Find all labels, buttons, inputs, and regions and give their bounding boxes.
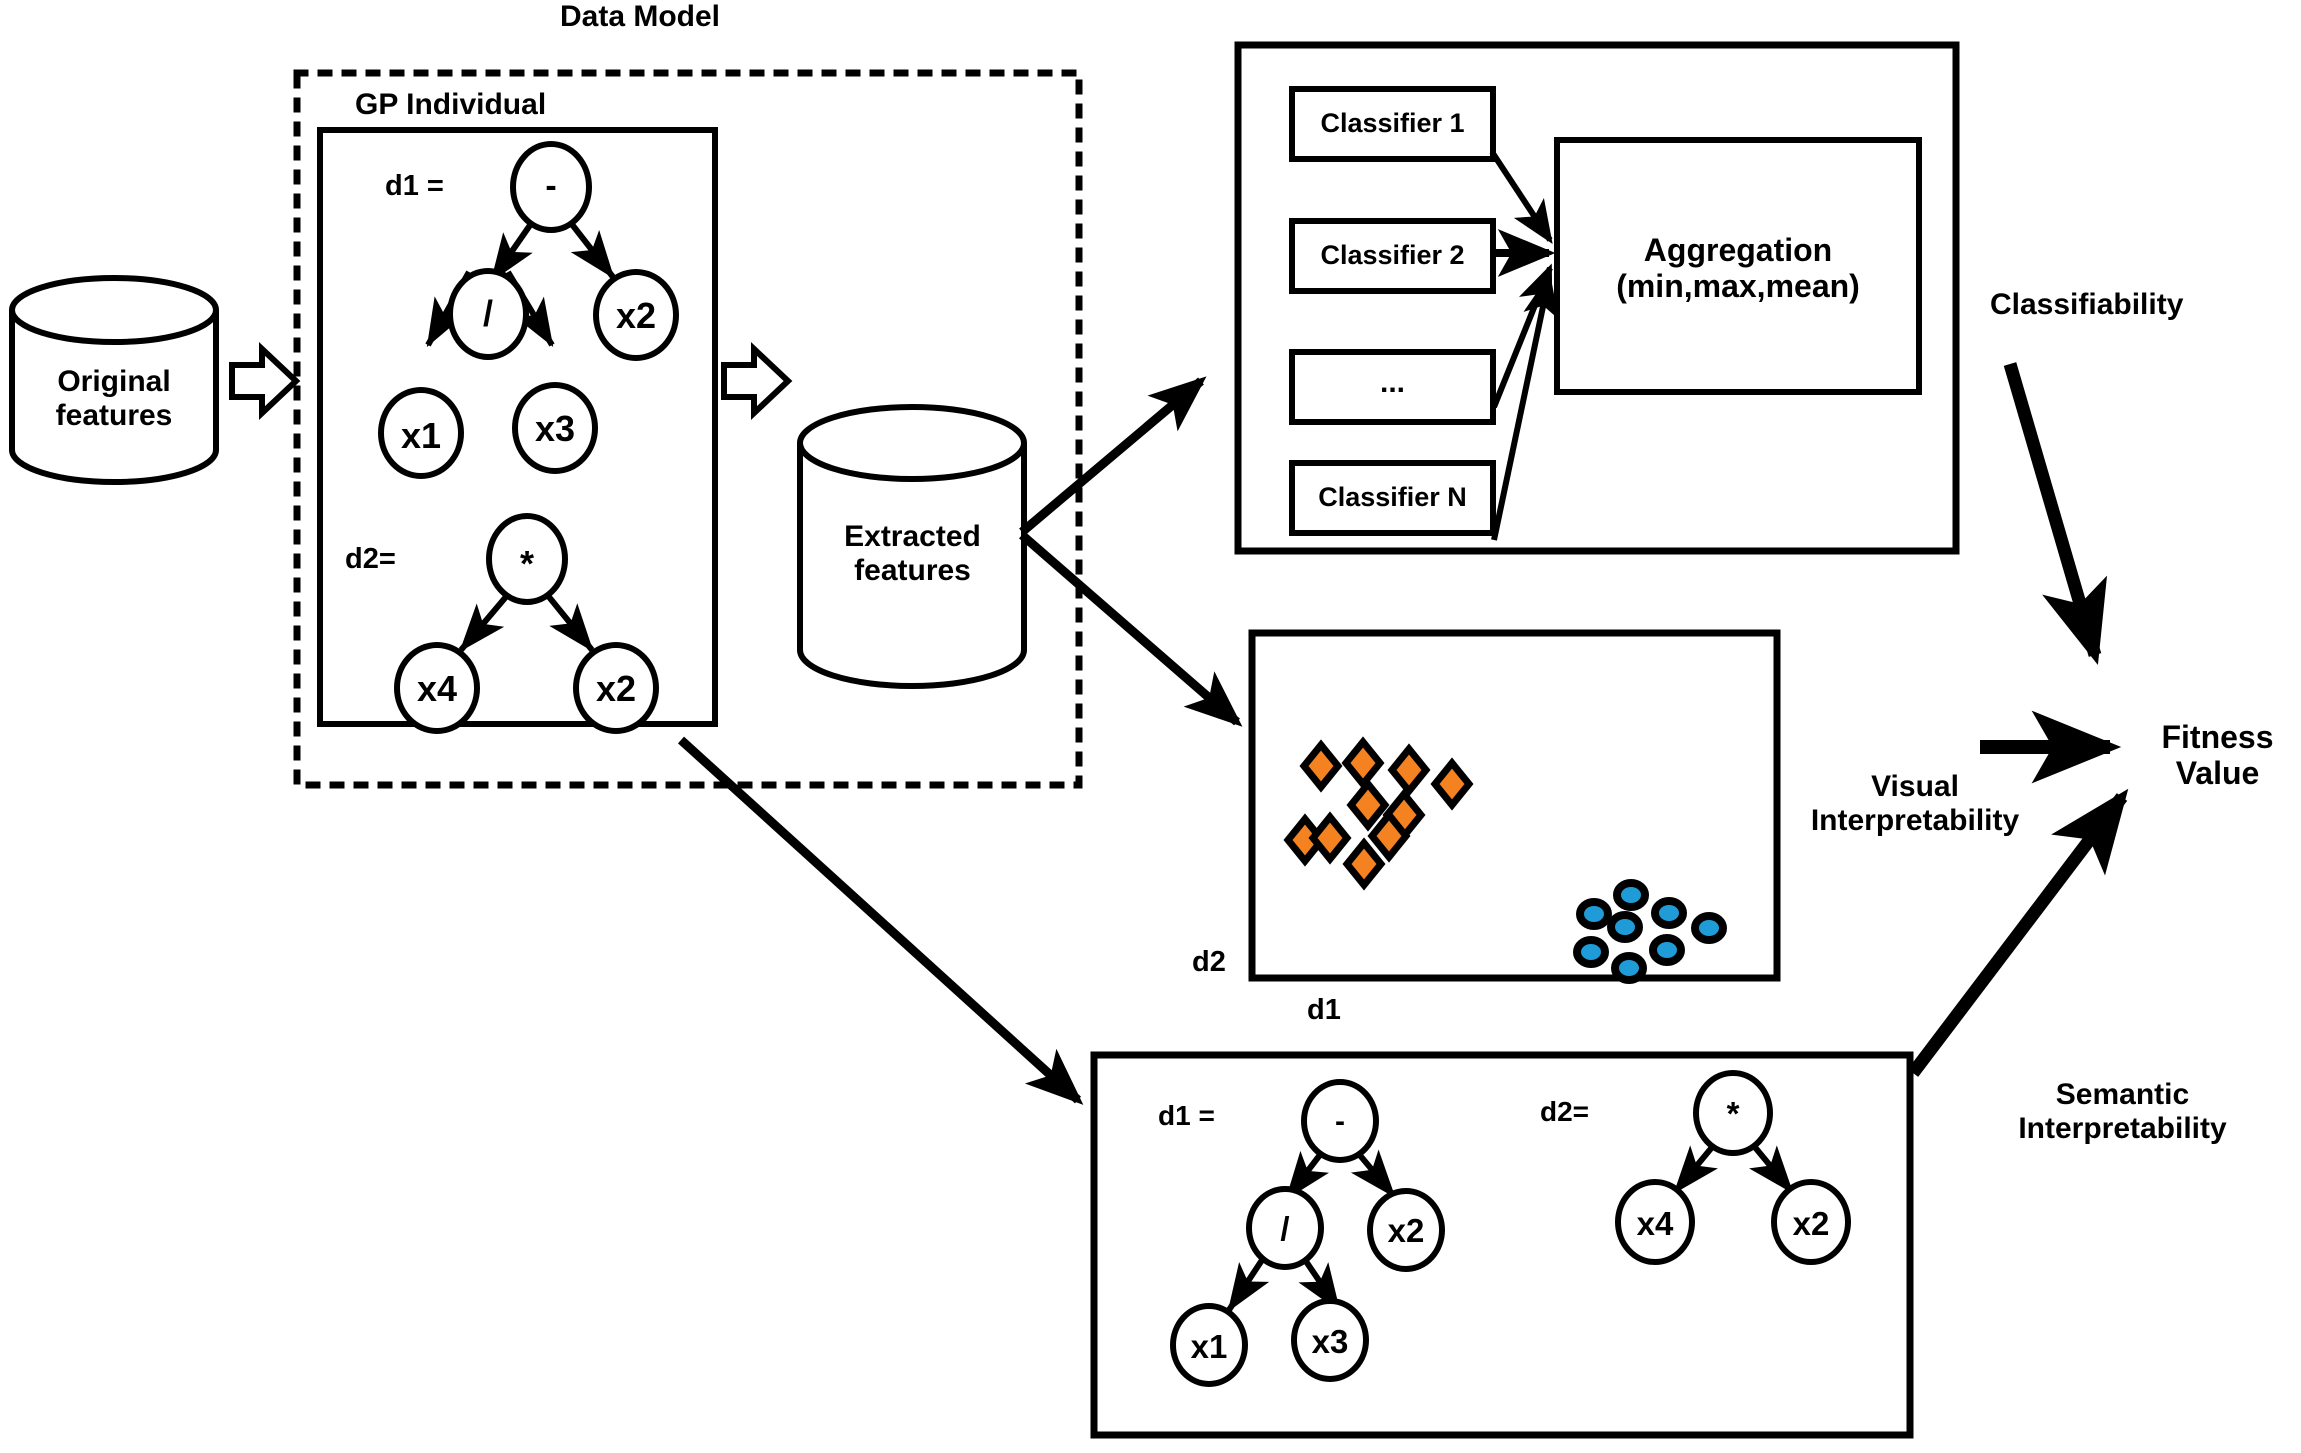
classifier-2-box[interactable] bbox=[1289, 218, 1496, 294]
aggregation-label: Aggregation(min,max,mean) bbox=[1616, 232, 1860, 304]
arrow-semantic-interpretability bbox=[1907, 788, 2129, 1077]
scatter-y-axis-label: d2 bbox=[1192, 946, 1226, 978]
sem-tree2-node-x4 bbox=[1615, 1179, 1695, 1265]
svg-text:*: * bbox=[520, 543, 534, 584]
aggregation-box[interactable] bbox=[1554, 137, 1922, 395]
sem-tree-node-x1 bbox=[1170, 1303, 1248, 1387]
tree-node-x3 bbox=[512, 382, 598, 474]
data-model-dotted-box bbox=[293, 69, 1083, 789]
classifier-1-box[interactable] bbox=[1289, 86, 1496, 162]
scatter-points-class-b bbox=[1573, 879, 1727, 984]
scatter-plot-box bbox=[1248, 629, 1781, 982]
svg-text:x4: x4 bbox=[417, 668, 457, 709]
tree2-node-root bbox=[486, 513, 568, 605]
sem-tree-node-x2 bbox=[1367, 1188, 1445, 1272]
page-title: Data Model bbox=[559, 0, 721, 33]
original-features-cylinder bbox=[9, 275, 219, 485]
gp-tree-d1: - / x2 x1 x3 bbox=[378, 141, 679, 479]
classifier-ellipsis-box[interactable] bbox=[1289, 349, 1496, 425]
svg-text:-: - bbox=[545, 167, 556, 205]
svg-text:x2: x2 bbox=[616, 295, 656, 336]
classifier-n-box[interactable] bbox=[1289, 460, 1496, 536]
svg-text:x4: x4 bbox=[1637, 1205, 1674, 1242]
gp-individual-box bbox=[317, 127, 718, 727]
scatter-points-class-a bbox=[1283, 736, 1474, 891]
extracted-features-cylinder bbox=[797, 404, 1027, 689]
svg-text:-: - bbox=[1335, 1105, 1345, 1138]
tree2-node-x4 bbox=[394, 642, 480, 734]
sem-tree-node-root bbox=[1301, 1079, 1379, 1163]
svg-text:/: / bbox=[483, 293, 493, 334]
tree2-node-x2 bbox=[573, 642, 659, 734]
arrow-model-to-semantic bbox=[677, 736, 1084, 1105]
tree-node-root bbox=[510, 141, 592, 233]
classifier-panel-box bbox=[1234, 41, 1960, 555]
semantic-tree-d2: * x4 x2 bbox=[1615, 1070, 1851, 1265]
tree-node-x1 bbox=[378, 387, 464, 479]
sem-tree2-node-x2 bbox=[1771, 1179, 1851, 1265]
gp-d1-label: d1 = bbox=[385, 170, 444, 202]
arrow-original-to-model bbox=[229, 342, 301, 420]
svg-text:x3: x3 bbox=[535, 408, 575, 449]
gp-individual-label: GP Individual bbox=[355, 88, 547, 121]
gp-d2-label: d2= bbox=[345, 543, 396, 575]
svg-text:/: / bbox=[1280, 1210, 1289, 1247]
tree-node-x2 bbox=[593, 269, 679, 361]
svg-text:x3: x3 bbox=[1312, 1323, 1349, 1360]
arrow-extracted-to-scatter bbox=[1019, 531, 1243, 727]
svg-text:x2: x2 bbox=[1388, 1212, 1425, 1249]
svg-text:x2: x2 bbox=[1793, 1205, 1830, 1242]
classifier-2-label: Classifier 2 bbox=[1320, 240, 1465, 270]
classifier-ellipsis-label: ... bbox=[1379, 366, 1405, 399]
gp-tree-d2: * x4 x2 bbox=[394, 513, 659, 734]
sem-tree-node-div bbox=[1246, 1186, 1324, 1270]
semantic-tree-d1: - / x2 x1 x3 bbox=[1170, 1079, 1445, 1387]
semantic-d1-label: d1 = bbox=[1158, 1100, 1215, 1131]
arrow-extracted-to-classifiers bbox=[1019, 376, 1207, 536]
svg-text:x1: x1 bbox=[401, 415, 441, 456]
classifier-aggregation-arrows bbox=[1489, 150, 1559, 541]
classifier-1-label: Classifier 1 bbox=[1320, 108, 1465, 138]
arrow-model-to-extracted bbox=[721, 342, 793, 420]
scatter-x-axis-label: d1 bbox=[1307, 994, 1341, 1026]
svg-text:*: * bbox=[1727, 1095, 1740, 1132]
semantic-d2-label: d2= bbox=[1540, 1096, 1590, 1127]
sem-tree2-node-root bbox=[1693, 1070, 1773, 1156]
svg-text:x1: x1 bbox=[1191, 1328, 1228, 1365]
svg-text:x2: x2 bbox=[596, 668, 636, 709]
tree-node-div bbox=[447, 268, 529, 360]
sem-tree-node-x3 bbox=[1291, 1298, 1369, 1382]
arrow-classifiability bbox=[2003, 362, 2108, 665]
classifier-n-label: Classifier N bbox=[1318, 482, 1467, 512]
classifiability-label: Classifiability bbox=[1990, 288, 2184, 321]
